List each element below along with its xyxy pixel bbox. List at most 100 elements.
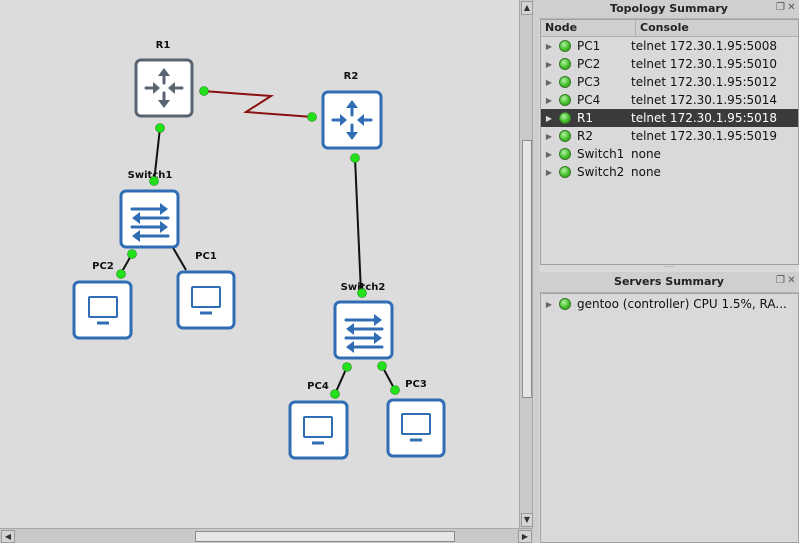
triangle-right-icon[interactable]: ▶ [545,167,553,177]
green-led-icon [559,40,571,52]
port-dot [350,153,360,163]
green-led-icon [559,58,571,70]
dock-buttons: ❐✕ [775,275,797,287]
link-r2-switch2[interactable] [354,157,362,294]
server-info: gentoo (controller) CPU 1.5%, RA... [577,297,787,311]
canvas-horizontal-scrollbar[interactable]: ◀ ▶ [0,528,533,543]
router-arrows-icon [331,100,373,140]
column-header-console[interactable]: Console [640,21,689,34]
float-icon[interactable]: ❐ [776,275,785,286]
port-dot [357,288,367,298]
dock-buttons: ❐✕ [775,2,797,14]
close-icon[interactable]: ✕ [787,2,796,13]
node-pc1[interactable] [176,270,236,330]
triangle-right-icon[interactable]: ▶ [545,149,553,159]
node-label-r2: R2 [344,71,359,82]
node-name: PC4 [577,93,601,107]
node-switch1[interactable] [119,189,180,249]
console-info: telnet 172.30.1.95:5010 [631,57,778,71]
topology-row-r2[interactable]: ▶ R2 telnet 172.30.1.95:5019 [541,127,798,145]
scroll-up-icon[interactable]: ▲ [521,1,533,15]
console-info: none [631,165,661,179]
canvas-vertical-scrollbar[interactable]: ▲ ▼ [519,0,533,528]
node-name: PC1 [577,39,601,53]
servers-summary-title-text: Servers Summary [614,275,724,288]
green-led-icon [559,130,571,142]
scroll-left-icon[interactable]: ◀ [1,530,15,543]
console-info: telnet 172.30.1.95:5012 [631,75,778,89]
node-name: R2 [577,129,593,143]
link-r1-r2[interactable] [202,90,314,118]
monitor-icon [88,296,118,325]
node-name: Switch1 [577,147,625,161]
monitor-icon [401,413,431,442]
node-label-pc3: PC3 [405,379,427,390]
topology-tree-header: Node Console [541,20,798,37]
triangle-right-icon[interactable]: ▶ [545,299,553,309]
green-led-icon [559,94,571,106]
port-dot [149,176,159,186]
topology-canvas[interactable]: R1 R2 Switch1 [0,0,519,528]
column-header-node[interactable]: Node [541,20,636,36]
node-name: PC2 [577,57,601,71]
port-dot [330,389,340,399]
node-switch2[interactable] [333,300,394,360]
server-row[interactable]: ▶ gentoo (controller) CPU 1.5%, RA... [541,295,798,313]
topology-row-switch1[interactable]: ▶ Switch1 none [541,145,798,163]
triangle-right-icon[interactable]: ▶ [545,77,553,87]
node-pc2[interactable] [72,280,133,340]
link-switch1-pc1[interactable] [171,245,187,271]
port-dot [342,362,352,372]
dock-splitter-handle[interactable]: ······ [663,264,675,271]
port-dot [390,385,400,395]
switch-arrows-icon [344,314,384,353]
node-r1[interactable] [134,58,194,118]
console-info: telnet 172.30.1.95:5018 [631,111,778,125]
vertical-scroll-thumb[interactable] [522,140,532,398]
triangle-right-icon[interactable]: ▶ [545,59,553,69]
console-info: telnet 172.30.1.95:5019 [631,129,778,143]
topology-row-pc2[interactable]: ▶ PC2 telnet 172.30.1.95:5010 [541,55,798,73]
node-pc4[interactable] [288,400,349,460]
node-pc3[interactable] [386,398,446,458]
green-led-icon [559,148,571,160]
router-arrows-icon [144,68,184,108]
monitor-icon [303,416,333,445]
topology-summary-dock: Topology Summary ❐✕ Node Console ▶ PC1 tel… [539,0,799,265]
triangle-right-icon[interactable]: ▶ [545,131,553,141]
green-led-icon [559,112,571,124]
close-icon[interactable]: ✕ [787,275,796,286]
triangle-right-icon[interactable]: ▶ [545,113,553,123]
node-label-switch2: Switch2 [341,282,386,293]
green-led-icon [559,166,571,178]
dock-separator[interactable] [533,0,539,543]
float-icon[interactable]: ❐ [776,2,785,13]
green-led-icon [559,76,571,88]
port-dot [116,269,126,279]
port-dot [377,361,387,371]
triangle-right-icon[interactable]: ▶ [545,41,553,51]
node-label-r1: R1 [156,40,171,51]
port-dot [199,86,209,96]
scroll-down-icon[interactable]: ▼ [521,513,533,527]
topology-summary-title: Topology Summary ❐✕ [539,0,799,19]
port-dot [307,112,317,122]
triangle-right-icon[interactable]: ▶ [545,95,553,105]
node-label-pc4: PC4 [307,381,329,392]
horizontal-scroll-thumb[interactable] [195,531,455,542]
console-info: none [631,147,661,161]
servers-tree[interactable]: ▶ gentoo (controller) CPU 1.5%, RA... [540,293,799,543]
scroll-right-icon[interactable]: ▶ [518,530,532,543]
port-dot [127,249,137,259]
servers-summary-title: Servers Summary ❐✕ [539,272,799,293]
link-switch2-pc4[interactable] [334,366,348,395]
node-label-switch1: Switch1 [128,170,173,181]
link-r1-switch1[interactable] [153,127,161,183]
node-r2[interactable] [321,90,383,150]
